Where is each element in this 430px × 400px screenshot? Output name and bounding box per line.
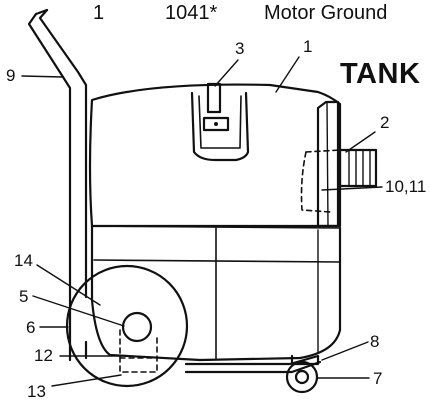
description-cell: Motor Ground [264, 2, 388, 24]
callout-12: 12 [34, 346, 53, 365]
tank-lid [88, 83, 342, 229]
hose-inlet [300, 100, 378, 228]
handle-frame [27, 8, 88, 362]
lid-latch [190, 82, 250, 162]
quantity-cell: 1 [93, 2, 105, 24]
part-number-cell: 1041* [165, 2, 218, 24]
callout-3: 3 [235, 39, 244, 58]
callout-6: 6 [26, 318, 35, 337]
callout-13: 13 [27, 382, 46, 400]
caster-assembly [184, 354, 322, 394]
callout-9: 9 [6, 66, 15, 85]
leader-lines [21, 56, 383, 387]
callout-10-11: 10,11 [385, 177, 426, 196]
callout-14: 14 [14, 251, 33, 270]
callout-1: 1 [303, 37, 312, 56]
callout-8: 8 [370, 332, 379, 351]
callout-labels: 1 2 3 5 6 7 8 9 10,11 12 13 14 [6, 37, 426, 400]
tank-body [90, 224, 342, 362]
callout-2: 2 [380, 113, 389, 132]
rear-wheel [65, 264, 189, 388]
callout-5: 5 [19, 287, 28, 306]
parts-list-row: 1 1041* Motor Ground [0, 0, 430, 28]
section-title: TANK [340, 58, 421, 90]
callout-7: 7 [373, 369, 382, 388]
